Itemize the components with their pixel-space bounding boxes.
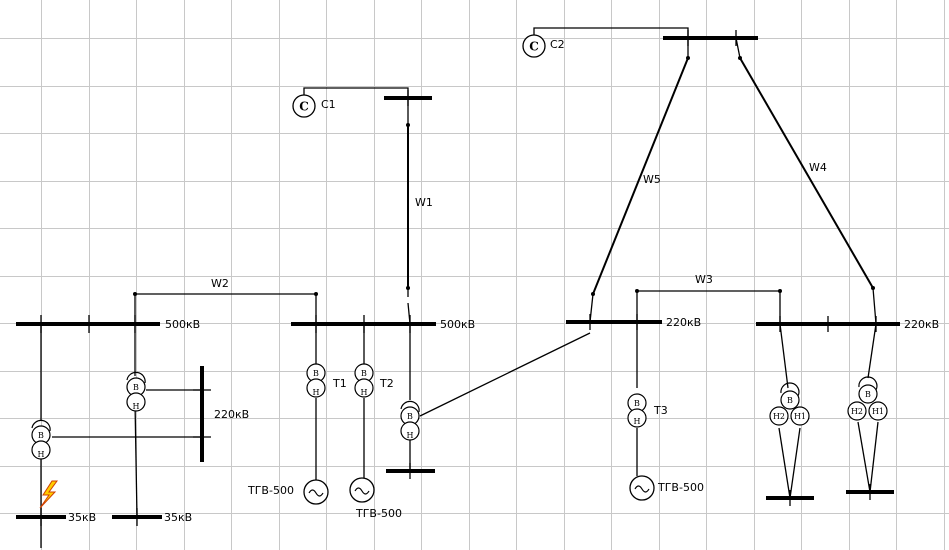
- transformer-t1[interactable]: В Н: [306, 363, 326, 398]
- generator-g1[interactable]: [303, 479, 329, 505]
- label-bus-35kv-a: 35кВ: [68, 511, 96, 524]
- svg-text:Н1: Н1: [872, 407, 884, 416]
- svg-text:В: В: [865, 390, 871, 399]
- split-transformer-a[interactable]: В Н2 Н1: [769, 382, 810, 426]
- generator-g3[interactable]: [629, 475, 655, 501]
- h-transformer-b-wiring: [857, 323, 879, 493]
- svg-text:Н: Н: [313, 388, 320, 397]
- label-gen3: ТГВ-500: [657, 481, 704, 494]
- line-w1[interactable]: [407, 98, 411, 325]
- svg-text:Н: Н: [38, 450, 45, 459]
- autotransformer-mid[interactable]: В Н: [400, 400, 420, 441]
- svg-text:Н2: Н2: [851, 407, 863, 416]
- svg-text:C: C: [529, 40, 539, 54]
- label-bus-500kv-mid: 500кВ: [440, 318, 475, 331]
- label-t1: T1: [332, 377, 347, 390]
- svg-text:C: C: [299, 100, 309, 114]
- line-w4[interactable]: [735, 37, 877, 325]
- label-t3: T3: [653, 404, 668, 417]
- label-w5: W5: [643, 173, 661, 186]
- svg-text:В: В: [38, 431, 44, 440]
- h-transformer-a-wiring: [778, 323, 801, 499]
- svg-text:В: В: [361, 369, 367, 378]
- label-bus-220kv-right-a: 220кВ: [666, 316, 701, 329]
- split-transformer-b[interactable]: В Н2 Н1: [847, 376, 888, 421]
- system-c1[interactable]: C: [292, 94, 316, 118]
- svg-text:В: В: [133, 383, 139, 392]
- autotransformer-left-wiring: [40, 324, 202, 548]
- label-w2: W2: [211, 277, 229, 290]
- lightning-bolt-icon[interactable]: [39, 480, 58, 509]
- bus-220kv-right-a[interactable]: [566, 314, 662, 330]
- label-t2: T2: [379, 377, 394, 390]
- label-w1: W1: [415, 196, 433, 209]
- system-c2[interactable]: C: [522, 34, 546, 58]
- bus-220kv-right-b[interactable]: [756, 316, 900, 332]
- generator-g2[interactable]: [349, 477, 375, 503]
- label-c1: C1: [321, 98, 336, 111]
- svg-text:Н1: Н1: [794, 412, 806, 421]
- autotransformer-left-bottom[interactable]: В Н: [31, 419, 51, 460]
- label-bus-500kv-left: 500кВ: [165, 318, 200, 331]
- svg-text:В: В: [407, 412, 413, 421]
- svg-text:Н: Н: [361, 388, 368, 397]
- svg-text:В: В: [787, 396, 793, 405]
- label-bus-220kv-left: 220кВ: [214, 408, 249, 421]
- svg-text:Н: Н: [634, 417, 641, 426]
- label-c2: C2: [550, 38, 565, 51]
- svg-text:Н: Н: [407, 431, 414, 440]
- breaker-dots: [133, 56, 875, 296]
- bus-220kv-left-vertical[interactable]: [193, 366, 211, 462]
- label-w3: W3: [695, 273, 713, 286]
- label-gen1: ТГВ-500: [247, 484, 294, 497]
- transformer-t2[interactable]: В Н: [354, 363, 374, 398]
- bus-c2[interactable]: [663, 30, 758, 46]
- transformer-t3[interactable]: В Н: [627, 393, 647, 428]
- svg-text:В: В: [313, 369, 319, 378]
- label-gen2: ТГВ-500: [355, 507, 402, 520]
- label-bus-35kv-b: 35кВ: [164, 511, 192, 524]
- line-w5[interactable]: [589, 38, 689, 323]
- label-bus-220kv-right-b: 220кВ: [904, 318, 939, 331]
- svg-text:Н2: Н2: [773, 412, 785, 421]
- autotx-mid-wiring: [409, 324, 591, 471]
- svg-text:В: В: [634, 399, 640, 408]
- label-w4: W4: [809, 161, 827, 174]
- autotransformer-left-top[interactable]: В Н: [126, 371, 146, 412]
- svg-text:Н: Н: [133, 402, 140, 411]
- bus-500kv-left[interactable]: [16, 315, 160, 333]
- line-w2[interactable]: [134, 293, 317, 324]
- line-w3[interactable]: [636, 290, 781, 324]
